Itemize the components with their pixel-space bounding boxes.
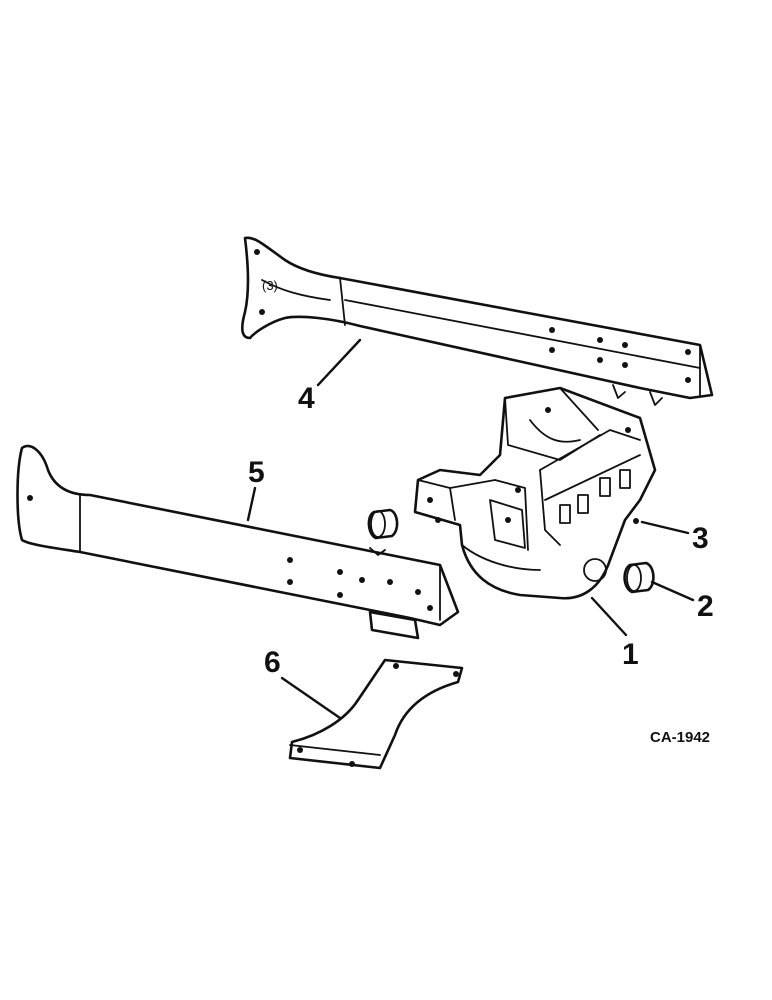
housing-part-1	[413, 386, 657, 600]
callout-3: 3	[692, 522, 709, 555]
bushing-left	[367, 508, 399, 540]
frame-rail-lower-part-5	[16, 444, 460, 640]
leader-line-6	[280, 676, 342, 720]
leader-line-5	[246, 486, 257, 522]
frame-rail-upper-part-4: (3)	[240, 236, 714, 406]
drawing-code: CA-1942	[650, 729, 710, 746]
bushing-part-2	[623, 561, 655, 594]
leader-line-1	[590, 596, 628, 637]
callout-4: 4	[298, 382, 315, 415]
leader-line-3	[640, 520, 690, 535]
svg-text:(3): (3)	[262, 278, 278, 293]
leader-line-2	[650, 580, 695, 602]
leader-line-4	[316, 338, 362, 387]
callout-6: 6	[264, 646, 281, 679]
callout-5: 5	[248, 456, 265, 489]
callout-2: 2	[697, 590, 714, 623]
pin-part-3	[633, 518, 639, 524]
skid-plate-part-6	[288, 658, 464, 770]
callout-1: 1	[622, 638, 639, 671]
